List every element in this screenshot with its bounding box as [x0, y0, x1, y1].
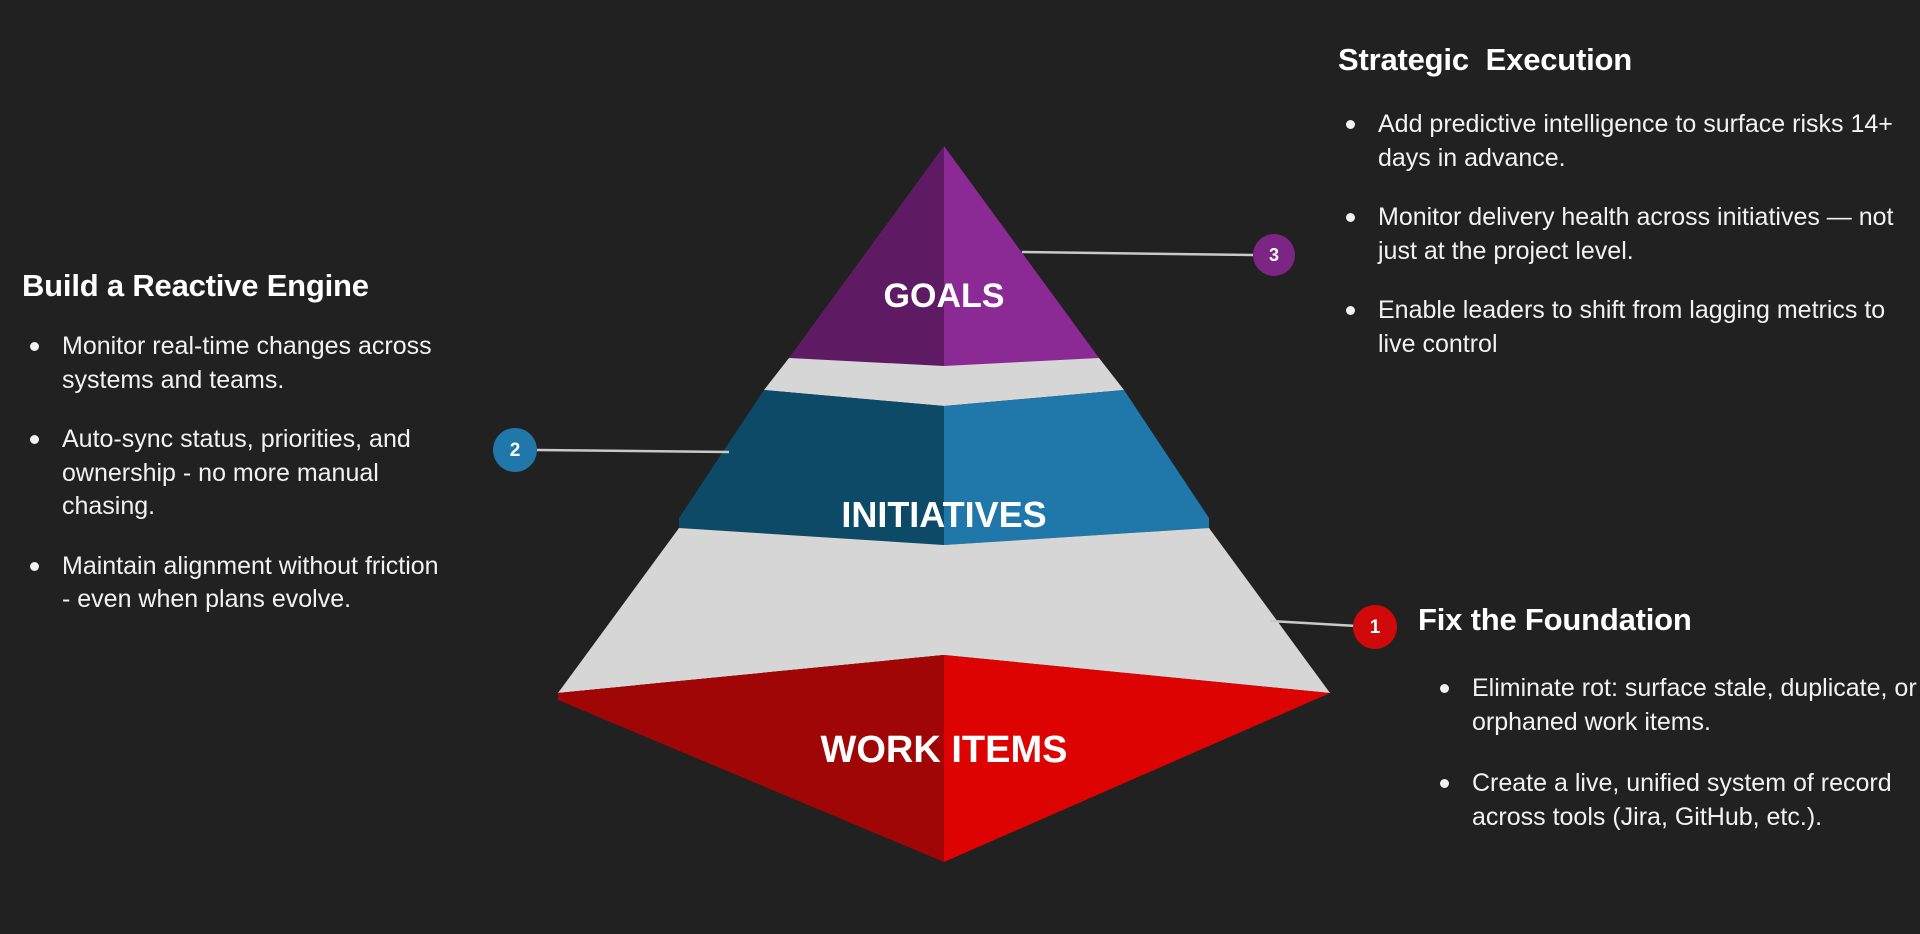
- text-block-strategic-execution: Strategic Execution Add predictive intel…: [1338, 42, 1898, 361]
- pyramid-tier-initiatives-right-face[interactable]: [944, 390, 1209, 545]
- bullet-dot-icon: [30, 342, 39, 351]
- bullet-dot-icon: [1346, 120, 1355, 129]
- bullet-list-top-right: Add predictive intelligence to surface r…: [1338, 108, 1898, 361]
- connector-line-initiatives: [536, 448, 730, 454]
- list-item-text: Eliminate rot: surface stale, duplicate,…: [1472, 674, 1917, 736]
- list-item-text: Add predictive intelligence to surface r…: [1378, 110, 1893, 172]
- list-item: Monitor delivery health across initiativ…: [1338, 201, 1898, 268]
- badge-marker-1[interactable]: 1: [1353, 605, 1397, 649]
- heading-build-a-reactive-engine: Build a Reactive Engine: [22, 268, 369, 303]
- pyramid-label-initiatives: INITIATIVES: [841, 494, 1046, 535]
- pyramid-tier-workitems-left-face-b[interactable]: [558, 655, 944, 862]
- pyramid-separator-lower: [558, 528, 1330, 693]
- pyramid-tier-goals-left-face-outer[interactable]: [789, 146, 944, 366]
- badge-3-label: 3: [1268, 245, 1279, 265]
- pyramid-tier-goals-right-face[interactable]: [944, 146, 1099, 366]
- pyramid-label-goals: GOALS: [884, 277, 1005, 315]
- list-item-text: Enable leaders to shift from lagging met…: [1378, 296, 1886, 358]
- badge-2-label: 2: [509, 439, 521, 461]
- bullet-dot-icon: [30, 435, 39, 444]
- text-block-fix-the-foundation: Fix the Foundation Eliminate rot: surfac…: [1418, 602, 1918, 862]
- pyramid-tier-workitems-left-face[interactable]: [558, 655, 944, 862]
- list-item: Monitor real-time changes across systems…: [22, 330, 452, 397]
- list-item-text: Monitor delivery health across initiativ…: [1378, 203, 1894, 265]
- pyramid-label-workitems: WORK ITEMS: [821, 729, 1068, 771]
- list-item: Add predictive intelligence to surface r…: [1338, 108, 1898, 175]
- pyramid-separator-upper: [764, 358, 1124, 406]
- list-item-text: Auto-sync status, priorities, and owners…: [62, 425, 411, 520]
- list-item: Auto-sync status, priorities, and owners…: [22, 423, 452, 524]
- pyramid-tier-initiatives-left-face[interactable]: [679, 390, 944, 545]
- bullet-list-left: Monitor real-time changes across systems…: [22, 330, 452, 617]
- heading-strategic-execution: Strategic Execution: [1338, 42, 1633, 77]
- badge-marker-3[interactable]: 3: [1253, 234, 1295, 276]
- list-item-text: Create a live, unified system of record …: [1472, 769, 1892, 831]
- list-item-text: Monitor real-time changes across systems…: [62, 332, 432, 394]
- badge-marker-2[interactable]: 2: [493, 428, 537, 472]
- list-item-text: Maintain alignment without friction - ev…: [62, 551, 439, 614]
- bullet-dot-icon: [1440, 779, 1449, 788]
- bullet-list-bottom-right: Eliminate rot: surface stale, duplicate,…: [1418, 672, 1918, 834]
- text-block-build-a-reactive-engine: Build a Reactive Engine Monitor real-tim…: [22, 268, 452, 617]
- bullet-dot-icon: [30, 561, 39, 571]
- list-item: Enable leaders to shift from lagging met…: [1338, 294, 1898, 361]
- list-item: Create a live, unified system of record …: [1432, 767, 1918, 834]
- heading-fix-the-foundation: Fix the Foundation: [1418, 602, 1692, 637]
- list-item: Maintain alignment without friction - ev…: [22, 550, 452, 617]
- connector-line-workitems: [1269, 619, 1358, 628]
- badge-1-label: 1: [1369, 616, 1381, 638]
- list-item: Eliminate rot: surface stale, duplicate,…: [1432, 672, 1918, 739]
- pyramid-tier-goals-left-face[interactable]: [789, 146, 944, 366]
- bullet-dot-icon: [1440, 684, 1449, 693]
- connector-line-goals: [1021, 250, 1254, 257]
- pyramid-tier-workitems-right-face[interactable]: [944, 655, 1330, 862]
- bullet-dot-icon: [1346, 213, 1355, 222]
- bullet-dot-icon: [1346, 306, 1355, 315]
